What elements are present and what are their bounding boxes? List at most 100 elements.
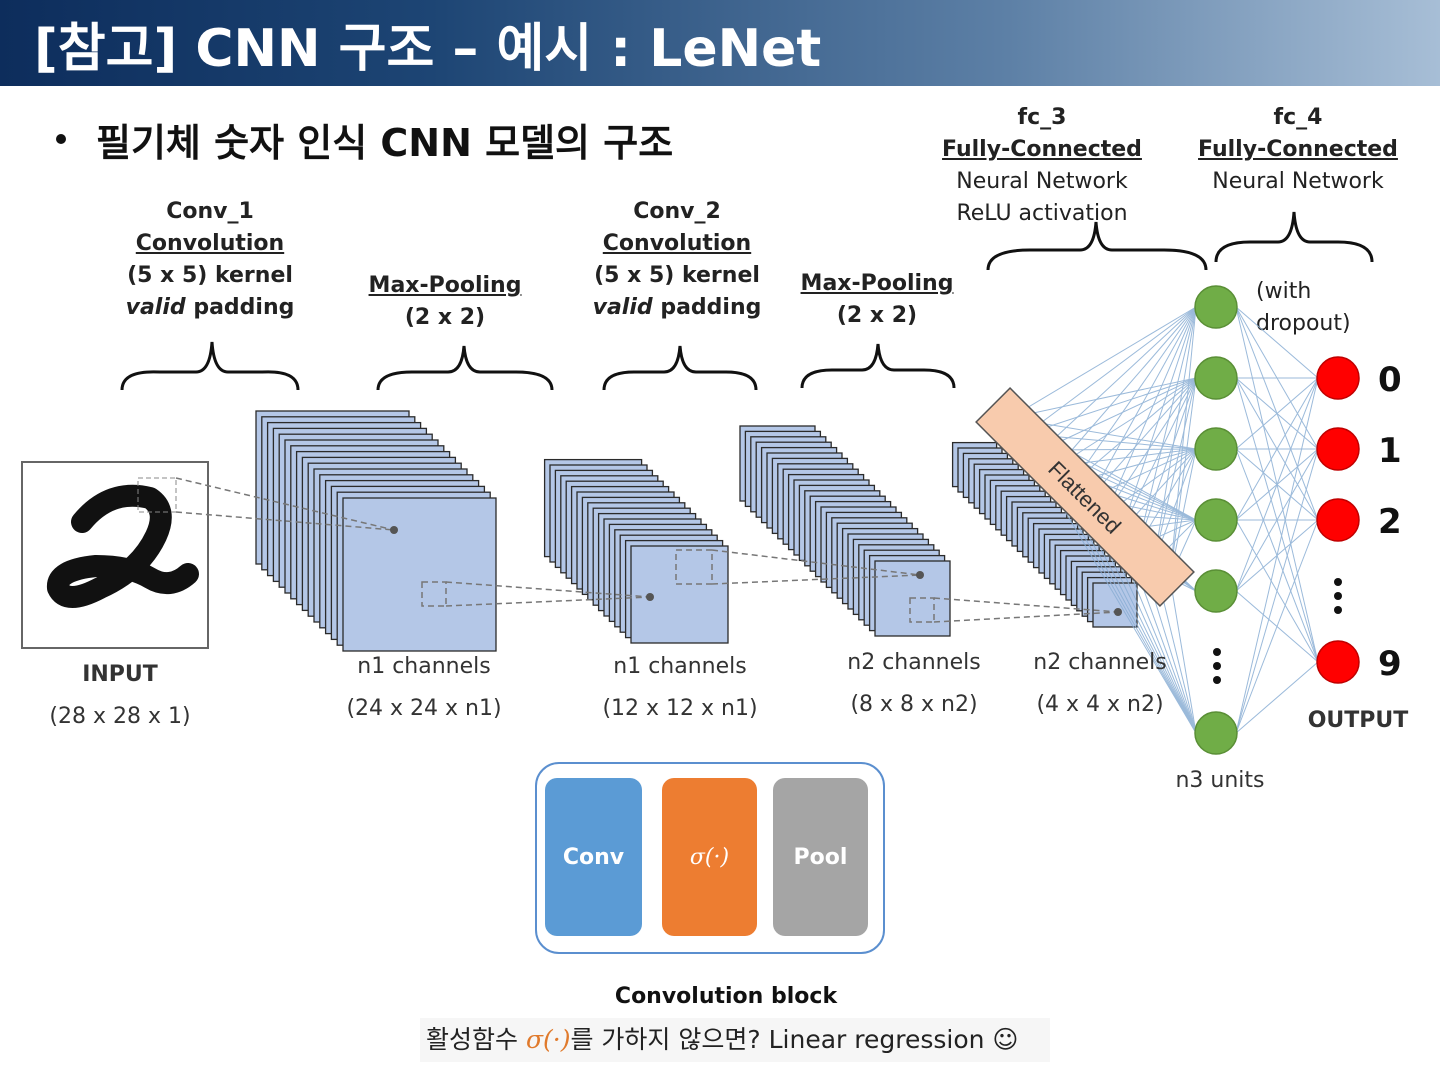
hidden-ellipsis	[1213, 648, 1221, 684]
brace-fc3	[986, 221, 1208, 271]
connection-line	[1057, 377, 1197, 467]
hidden-ellipsis-dot	[1213, 648, 1221, 656]
point-pool1	[646, 593, 654, 601]
feature-map-layer	[342, 497, 497, 652]
dropout-note: (with dropout)	[1256, 279, 1351, 336]
conv1-type: Convolution	[135, 231, 285, 256]
map1-caption: n1 channels (24 x 24 x n1)	[332, 646, 516, 730]
hidden-node	[1194, 356, 1238, 400]
conv1-label: Conv_1 Convolution (5 x 5) kernel valid …	[110, 196, 310, 324]
hidden-ellipsis-dot	[1213, 676, 1221, 684]
brace-conv2	[602, 345, 758, 391]
point-pool2	[1114, 608, 1122, 616]
link-conv2-pool2-b	[933, 611, 1119, 623]
conv2-kernel: (5 x 5) kernel	[594, 263, 760, 288]
output-digit-2: 2	[1378, 502, 1402, 542]
conv2-name: Conv_2	[633, 199, 721, 224]
output-node-9	[1316, 640, 1360, 684]
connection-line	[1169, 577, 1197, 734]
note-sigma: σ(·)	[525, 1025, 571, 1054]
fc4-name: fc_4	[1273, 105, 1323, 130]
connection-line	[1235, 448, 1319, 592]
input-image-frame	[21, 461, 209, 649]
hidden-ellipsis-dot	[1213, 662, 1221, 670]
connection-line	[1041, 306, 1197, 451]
activation-note: 활성함수 σ(·)를 가하지 않으면? Linear regression ☺	[420, 1018, 1050, 1062]
connection-line	[1235, 661, 1319, 734]
connection-line	[1025, 306, 1197, 435]
connection-line	[1073, 377, 1197, 483]
conv-tile: Conv	[545, 778, 642, 936]
pool1-name: Max-Pooling	[368, 273, 522, 298]
fc4-type: Fully-Connected	[1198, 137, 1398, 162]
activation-tile: σ(·)	[662, 778, 757, 936]
connection-line	[1153, 306, 1197, 563]
point-conv1	[390, 526, 398, 534]
conv2-type: Convolution	[602, 231, 752, 256]
connection-line	[1137, 306, 1197, 547]
connection-line	[1235, 377, 1319, 734]
output-ellipsis-dot	[1334, 592, 1342, 600]
output-node-1	[1316, 427, 1360, 471]
stack-pool1	[543, 458, 729, 644]
connection-line	[1009, 377, 1197, 419]
title-bar	[0, 0, 1440, 86]
flattened-bar	[975, 387, 1195, 607]
conv2-field	[909, 597, 935, 623]
map4-dims: (4 x 4 x n2)	[1036, 692, 1164, 717]
connection-line	[1089, 377, 1197, 499]
hidden-node	[1194, 498, 1238, 542]
map2-dims: (12 x 12 x n1)	[602, 696, 758, 721]
connection-line	[1235, 448, 1319, 734]
stack-conv2	[739, 425, 951, 637]
output-digit-9: 9	[1378, 644, 1402, 684]
fc3-name: fc_3	[1017, 105, 1067, 130]
hidden-node	[1194, 427, 1238, 471]
map2-channels: n1 channels	[613, 654, 747, 679]
map3-channels: n2 channels	[847, 650, 981, 675]
pool1-size: (2 x 2)	[404, 305, 486, 330]
fc4-label: fc_4 Fully-Connected Neural Network	[1186, 102, 1410, 198]
slide-title: [참고] CNN 구조 – 예시 : LeNet	[34, 19, 822, 79]
field-points	[390, 526, 1122, 616]
conv2-padding-rest: padding	[652, 295, 762, 320]
connection-line	[1169, 306, 1197, 579]
brace-fc4	[1214, 211, 1374, 263]
input-receptive-field	[137, 477, 177, 513]
connection-line	[1235, 519, 1319, 734]
connection-line	[1105, 306, 1197, 515]
pool1-label: Max-Pooling (2 x 2)	[355, 270, 535, 334]
output-ellipsis	[1334, 578, 1342, 614]
pool2-label: Max-Pooling (2 x 2)	[787, 268, 967, 332]
link-conv1-pool1-a	[445, 581, 651, 598]
map1-dims: (24 x 24 x n1)	[346, 696, 502, 721]
pool-tile: Pool	[773, 778, 868, 936]
hidden-node	[1194, 569, 1238, 613]
connection-line	[1153, 377, 1197, 563]
note-before: 활성함수	[426, 1025, 526, 1054]
input-caption: INPUT (28 x 28 x 1)	[40, 654, 200, 738]
layer-braces	[120, 211, 1374, 391]
output-node-0	[1316, 356, 1360, 400]
handwritten-digit-2	[47, 484, 199, 608]
connection-line	[1169, 377, 1197, 579]
point-conv2	[916, 571, 924, 579]
connection-line	[1041, 377, 1197, 451]
stack-pool2	[951, 441, 1138, 628]
pool2-size: (2 x 2)	[836, 303, 918, 328]
fc3-line1: Neural Network	[956, 169, 1128, 194]
link-pool1-conv2-b	[711, 574, 921, 585]
feature-map-layer	[630, 545, 729, 644]
fc3-label: fc_3 Fully-Connected Neural Network ReLU…	[930, 102, 1154, 230]
conv1-padding-rest: padding	[185, 295, 295, 320]
input-label: INPUT	[82, 662, 158, 687]
convolution-block-caption: Convolution block	[614, 984, 838, 1009]
map3-caption: n2 channels (8 x 8 x n2)	[822, 642, 1006, 726]
conv1-name: Conv_1	[166, 199, 254, 224]
link-input-conv1-b	[175, 511, 395, 531]
connection-line	[1073, 306, 1197, 483]
output-digit-0: 0	[1378, 360, 1402, 400]
connection-line	[1235, 306, 1319, 379]
output-label: OUTPUT	[1307, 708, 1409, 733]
hidden-nodes	[1194, 285, 1238, 755]
